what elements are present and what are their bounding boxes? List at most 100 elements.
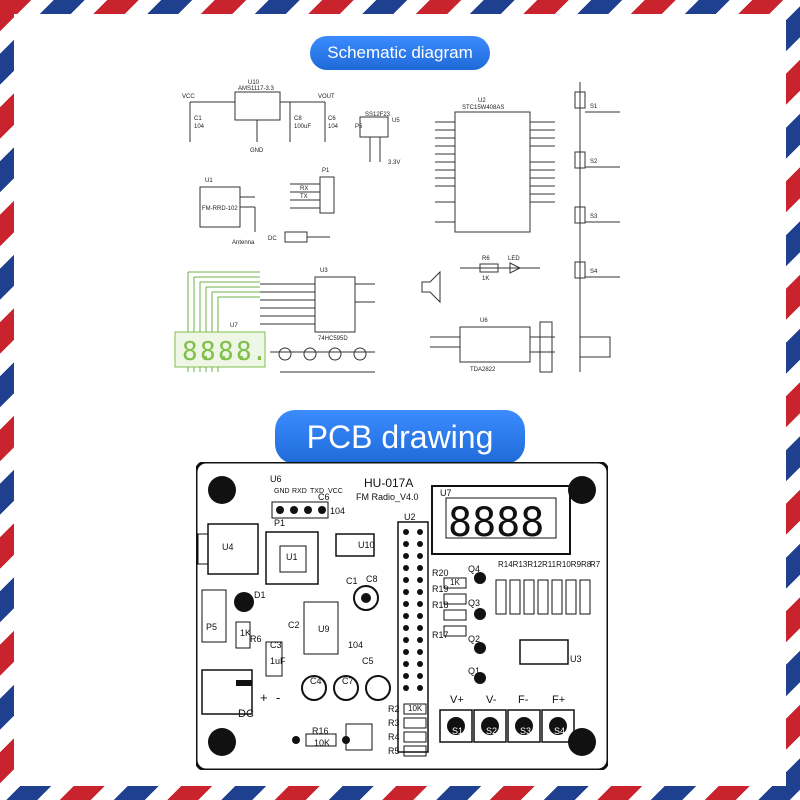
svg-text:8.: 8. [218, 337, 249, 367]
pcb-r16-label: R16 [312, 726, 329, 736]
pcb-res-10k-label: 10K [408, 704, 423, 713]
pcb-r4-label: R4 [388, 732, 400, 742]
u3-label: U3 [320, 268, 328, 274]
pcb-res-1k-label: 1K [450, 578, 460, 587]
pcb-board-name: HU-017A [364, 476, 414, 490]
pcb-s4-label: S4 [554, 726, 566, 736]
pcb-header: PCB drawing [275, 410, 525, 464]
pcb-drawing: 8888 [196, 462, 608, 770]
pcb-r-row-label: R14R13R12R11R10R9R8 [498, 560, 592, 569]
s1-label: S1 [590, 104, 598, 110]
pcb-vplus-label: V+ [450, 694, 464, 706]
pcb-r3-label: R3 [388, 718, 400, 728]
vcc-label: VCC [182, 94, 195, 100]
svg-text:8.: 8. [182, 337, 213, 367]
u2-part-label: STC15W408AS [462, 105, 504, 111]
pcb-r2-label: R2 [388, 704, 400, 714]
pcb-d1-label: D1 [254, 590, 266, 600]
rx-label: RX [300, 186, 308, 192]
pcb-s1-label: S1 [452, 726, 464, 736]
pcb-dc-label: DC [238, 708, 254, 720]
p5-label: P5 [355, 124, 363, 130]
pcb-p1-label: P1 [274, 518, 286, 528]
schem-33v-label: 3.3V [388, 160, 400, 166]
pcb-c3-value: 1uF [270, 656, 286, 666]
pcb-u10-label: U10 [358, 540, 375, 550]
u10-label: U10 [248, 80, 260, 86]
u10-part-label: AMS1117-3.3 [238, 86, 274, 92]
c8-label: C8 [294, 116, 302, 122]
pcb-fplus-label: F+ [552, 694, 566, 706]
pcb-q4-label: Q4 [468, 564, 481, 574]
s3-label: S3 [590, 214, 598, 220]
pcb-q2-label: Q2 [468, 634, 481, 644]
schematic-diagram: 8.8.8.8. U10 AMS1117-3.3 VCC VOUT C1 104… [174, 80, 620, 373]
dc-label: DC [268, 236, 277, 242]
pcb-u1-label: U1 [286, 552, 298, 562]
pcb-r7-label: R7 [590, 560, 601, 569]
pcb-c8-label: C8 [366, 574, 378, 584]
u5-label: U5 [392, 118, 400, 124]
s4-label: S4 [590, 269, 598, 275]
c8-value: 100uF [294, 124, 311, 130]
schematic-header: Schematic diagram [310, 36, 490, 70]
pcb-vminus-label: V- [486, 694, 497, 706]
svg-text:8.: 8. [236, 337, 267, 367]
svg-text:8888: 8888 [448, 500, 544, 546]
antenna-label: Antenna [232, 240, 255, 246]
pcb-p5-label: P5 [206, 622, 218, 632]
pcb-c1-label: C1 [346, 576, 358, 586]
pcb-r6-value: 1K [240, 628, 252, 638]
pcb-c6-value: 104 [330, 506, 346, 516]
pcb-s2-label: S2 [486, 726, 498, 736]
pcb-plus-label: + [260, 690, 268, 705]
pcb-r18-label: R18 [432, 600, 449, 610]
u6-part-label: TDA2822 [470, 367, 496, 373]
pcb-u4-label: U4 [222, 542, 234, 552]
pcb-c4-label: C4 [310, 676, 322, 686]
u2-label: U2 [478, 98, 486, 104]
pcb-c6-label: C6 [318, 492, 330, 502]
pcb-u6-label: U6 [270, 474, 282, 484]
p5-part-label: SS12F23 [365, 112, 391, 118]
pcb-pin-rxd: RXD [292, 488, 307, 495]
r6-label: R6 [482, 256, 490, 262]
pcb-pin-vcc: VCC [328, 488, 343, 495]
pcb-r20-label: R20 [432, 568, 449, 578]
led-label: LED [508, 256, 520, 262]
pcb-pin-txd: TXD [310, 488, 324, 495]
u7-label: U7 [230, 323, 238, 329]
pcb-c2-label: C2 [288, 620, 300, 630]
s2-label: S2 [590, 159, 598, 165]
pcb-r19-label: R19 [432, 584, 449, 594]
p1-label: P1 [322, 168, 330, 174]
pcb-s3-label: S3 [520, 726, 532, 736]
pcb-r16-value: 10K [314, 738, 331, 748]
pcb-r17-label: R17 [432, 630, 449, 640]
u1-part-label: FM-RRD-102 [202, 206, 238, 212]
vout-label: VOUT [318, 94, 335, 100]
pcb-board-sub: FM Radio_V4.0 [356, 492, 419, 502]
pcb-minus-label: - [276, 690, 281, 705]
pcb-r5-label: R5 [388, 746, 400, 756]
pcb-c3-label: C3 [270, 640, 282, 650]
c6-value: 104 [328, 124, 339, 130]
tx-label: TX [300, 194, 308, 200]
pcb-r6-label: R6 [250, 634, 262, 644]
pcb-c5-label: C5 [362, 656, 374, 666]
pcb-104-label: 104 [348, 640, 364, 650]
c1-value: 104 [194, 124, 205, 130]
svg-text:8.: 8. [200, 337, 231, 367]
pcb-u7-label: U7 [440, 488, 452, 498]
pcb-c7-label: C7 [342, 676, 354, 686]
pcb-u3-label: U3 [570, 654, 582, 664]
c1-label: C1 [194, 116, 202, 122]
r6-value: 1K [482, 276, 489, 282]
pcb-u2-label: U2 [404, 512, 416, 522]
pcb-q3-label: Q3 [468, 598, 481, 608]
pcb-pin-gnd: GND [274, 488, 290, 495]
u6-label: U6 [480, 318, 488, 324]
c6-label: C6 [328, 116, 336, 122]
gnd-label: GND [250, 148, 264, 154]
pcb-fminus-label: F- [518, 694, 529, 706]
